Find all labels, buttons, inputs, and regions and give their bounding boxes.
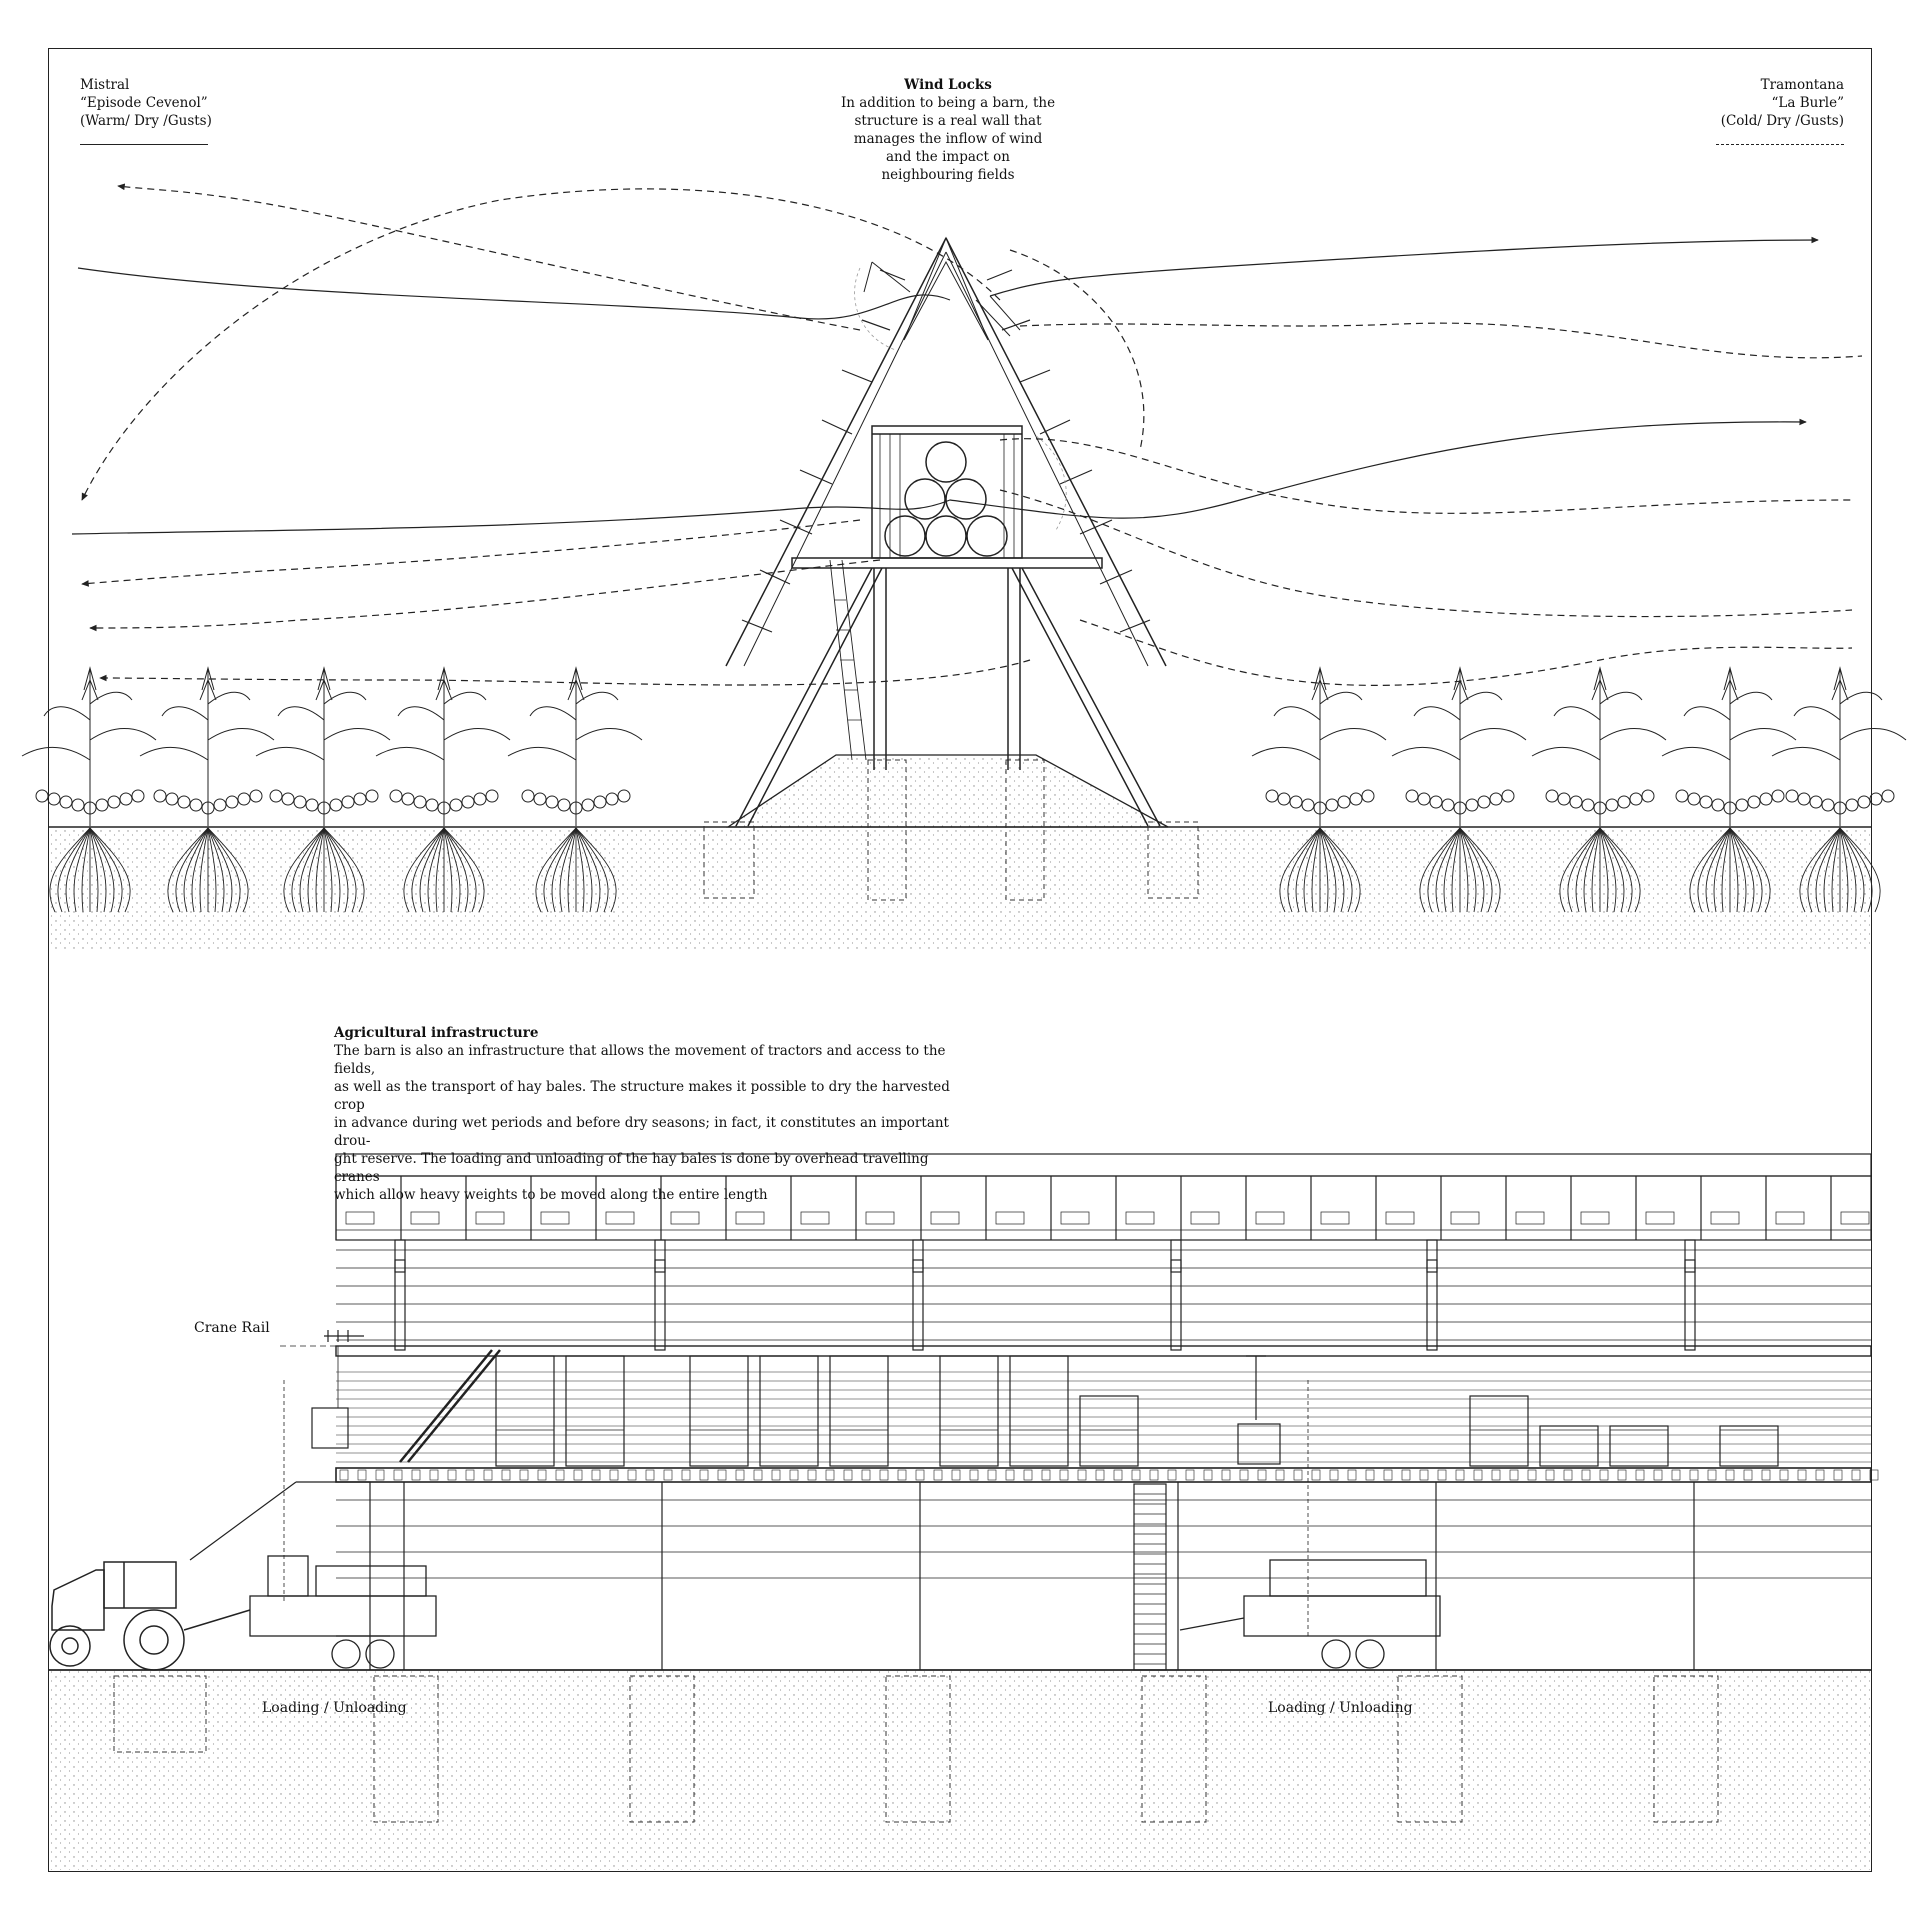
agri-line: The barn is also an infrastructure that … bbox=[334, 1043, 946, 1077]
agri-title: Agricultural infrastructure bbox=[334, 1025, 539, 1041]
drawing-frame bbox=[48, 48, 1872, 1872]
crop-plant bbox=[255, 666, 391, 913]
legend-tramontana: Tramontana “La Burle” (Cold/ Dry /Gusts) bbox=[1716, 76, 1844, 145]
crop-plant bbox=[375, 666, 511, 913]
hay-trailer-left bbox=[249, 1555, 437, 1669]
ground-section-bottom bbox=[49, 1669, 1871, 1870]
crop-plant bbox=[21, 666, 157, 913]
loading-label-left: Loading / Unloading bbox=[262, 1700, 407, 1716]
crane-rail-label: Crane Rail bbox=[194, 1320, 270, 1336]
agri-line: which allow heavy weights to be moved al… bbox=[334, 1187, 768, 1203]
hay-trailer-right bbox=[1179, 1559, 1441, 1669]
wind-flows bbox=[71, 183, 1863, 686]
agri-line: as well as the transport of hay bales. T… bbox=[334, 1079, 950, 1113]
legend-mistral-name: Mistral bbox=[80, 77, 130, 93]
crop-plant bbox=[1251, 666, 1387, 913]
agri-line: ght reserve. The loading and unloading o… bbox=[334, 1151, 929, 1185]
agricultural-note: Agricultural infrastructure The barn is … bbox=[334, 1024, 974, 1204]
legend-mistral-subtitle: “Episode Cevenol” bbox=[80, 95, 208, 111]
wind-barn-section bbox=[725, 236, 1167, 827]
legend-tramontana-props: (Cold/ Dry /Gusts) bbox=[1720, 113, 1844, 129]
legend-tramontana-subtitle: “La Burle” bbox=[1771, 95, 1844, 111]
tractor bbox=[49, 1561, 251, 1671]
crop-plants bbox=[21, 666, 1907, 913]
wind-locks-title: Wind Locks bbox=[904, 77, 992, 93]
crop-plant bbox=[507, 666, 643, 913]
ground-section-top bbox=[49, 754, 1871, 951]
loading-label-right: Loading / Unloading bbox=[1268, 1700, 1413, 1716]
wind-locks-note: Wind Locks In addition to being a barn, … bbox=[840, 76, 1056, 184]
crop-plant bbox=[1531, 666, 1667, 913]
legend-dashed-line bbox=[1716, 144, 1844, 145]
crop-plant bbox=[139, 666, 275, 913]
crop-plant bbox=[1771, 666, 1907, 913]
legend-tramontana-name: Tramontana bbox=[1760, 77, 1844, 93]
legend-mistral-props: (Warm/ Dry /Gusts) bbox=[80, 113, 212, 129]
wind-locks-body: In addition to being a barn, the structu… bbox=[840, 95, 1056, 183]
crop-plant bbox=[1661, 666, 1797, 913]
barn-long-section bbox=[189, 1153, 1879, 1671]
legend-mistral: Mistral “Episode Cevenol” (Warm/ Dry /Gu… bbox=[80, 76, 212, 145]
agri-line: in advance during wet periods and before… bbox=[334, 1115, 949, 1149]
legend-solid-line bbox=[80, 144, 208, 145]
crop-plant bbox=[1391, 666, 1527, 913]
